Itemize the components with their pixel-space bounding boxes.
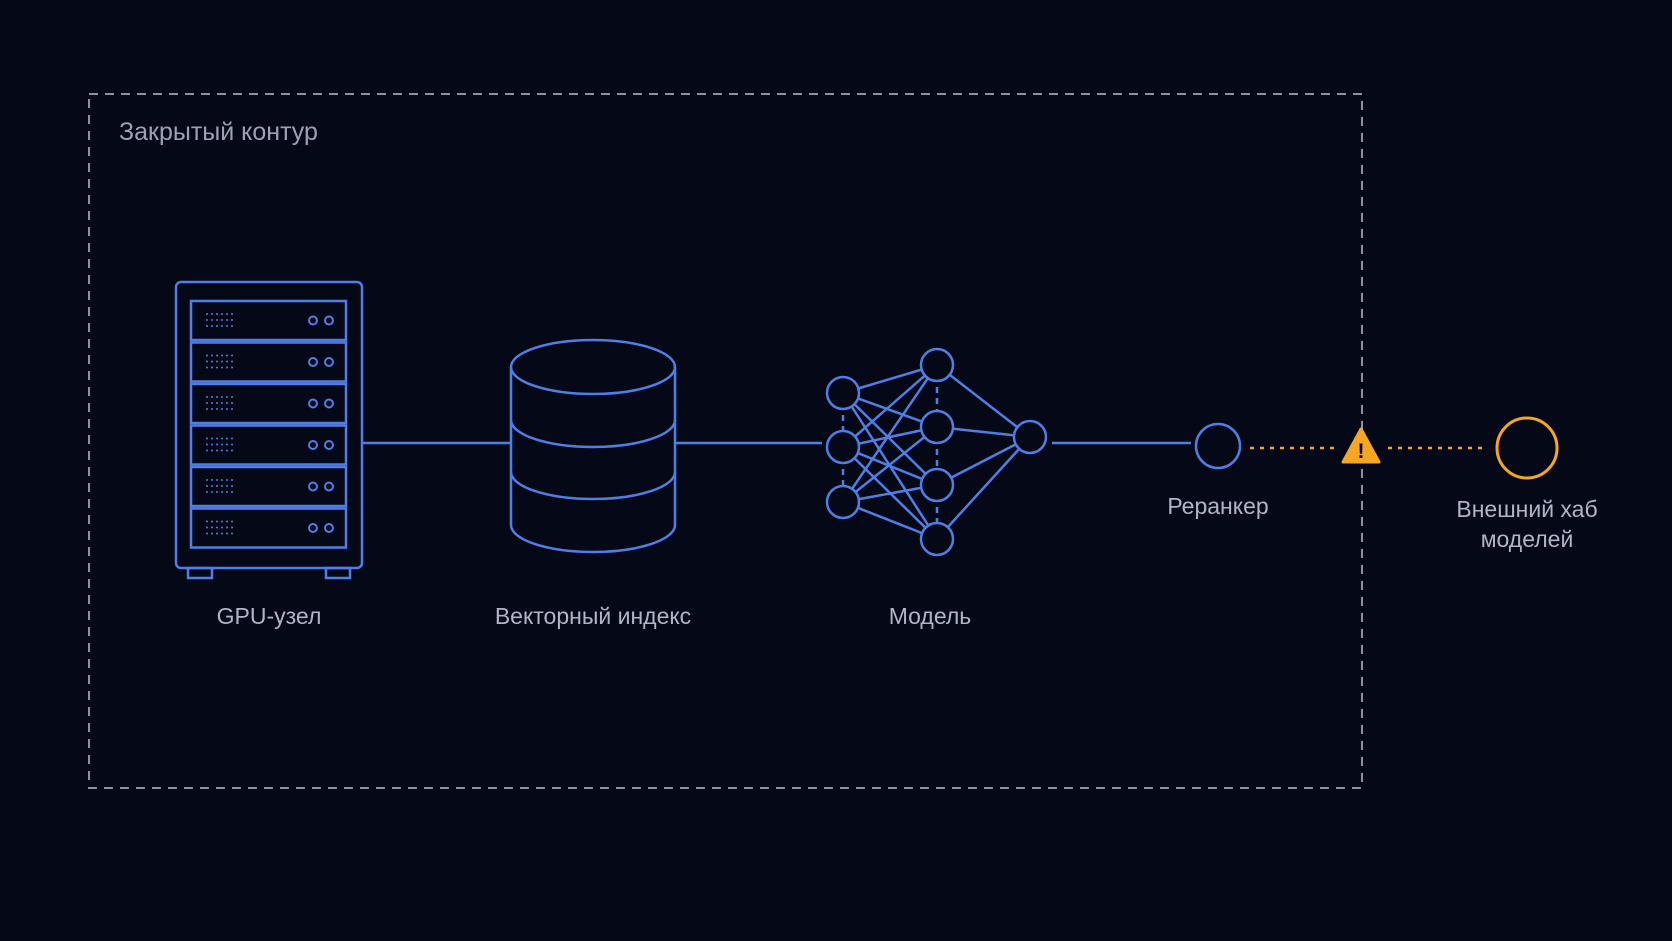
rack-unit xyxy=(189,341,348,383)
server-rack-icon xyxy=(174,280,364,580)
model-label: Модель xyxy=(889,603,972,629)
closed-contour-boundary xyxy=(88,93,1363,789)
rack-unit xyxy=(189,424,348,466)
neural-network-icon xyxy=(825,347,1048,557)
neuron-node xyxy=(825,429,861,465)
rack-unit xyxy=(189,507,348,549)
rack-unit xyxy=(189,465,348,508)
rack-unit xyxy=(189,382,348,425)
neuron-node xyxy=(1012,419,1048,455)
warning-glyph: ! xyxy=(1358,440,1365,463)
neuron-node xyxy=(825,375,861,411)
external-hub-label-line2: моделей xyxy=(1481,526,1574,552)
neuron-node xyxy=(919,467,955,503)
rack-unit xyxy=(189,299,348,342)
vector-index-label: Векторный индекс xyxy=(495,603,691,629)
database-icon xyxy=(509,338,677,554)
external-hub-node-icon xyxy=(1495,416,1559,480)
neuron-node xyxy=(825,484,861,520)
closed-contour-title: Закрытый контур xyxy=(119,118,318,146)
reranker-node-icon xyxy=(1194,422,1242,470)
neuron-node xyxy=(919,409,955,445)
neuron-node xyxy=(919,347,955,383)
gpu-node-label: GPU-узел xyxy=(217,603,322,629)
neuron-node xyxy=(919,521,955,557)
external-hub-label-line1: Внешний хаб xyxy=(1456,496,1597,522)
reranker-label: Реранкер xyxy=(1167,493,1268,519)
warning-triangle-icon: ! xyxy=(1341,427,1381,464)
